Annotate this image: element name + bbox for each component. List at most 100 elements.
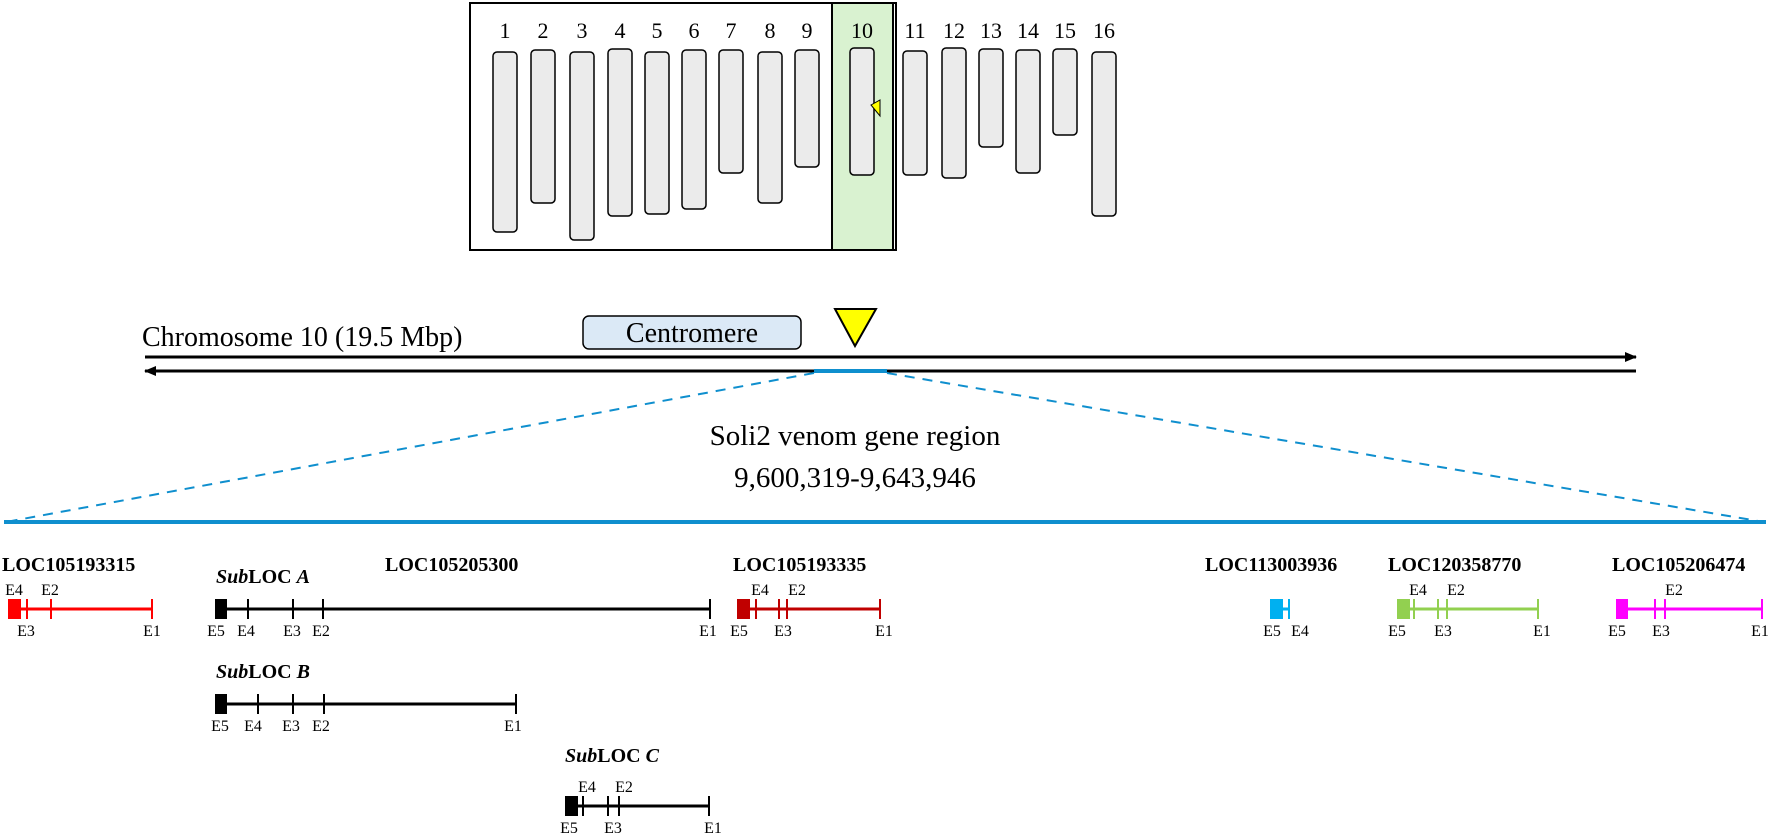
- chromosome-10: [849, 47, 875, 176]
- exon-label: E5: [560, 820, 578, 836]
- exon-label: E2: [312, 623, 330, 640]
- chromosome-number-7: 7: [726, 18, 737, 43]
- exon-label: E1: [699, 623, 717, 640]
- chromosome-overview: Chromosome 10 (19.5 Mbp) Centromere Soli…: [4, 308, 1766, 524]
- exon-label: E5: [1388, 623, 1406, 640]
- exon-label: E3: [774, 623, 792, 640]
- chromosome-4: [607, 48, 633, 217]
- chromosome-7: [718, 49, 744, 174]
- terminal-exon-block: [1617, 599, 1628, 619]
- chromosome-number-8: 8: [765, 18, 776, 43]
- chromosome-number-9: 9: [802, 18, 813, 43]
- gene-label-loc105193315: LOC105193315: [2, 554, 135, 576]
- gene-model-sublocus-a: E5 E4 E3 E2 E1: [207, 599, 717, 640]
- chromosome-12: [941, 47, 967, 179]
- chromosome-number-12: 12: [943, 18, 965, 43]
- chromosome-number-5: 5: [652, 18, 663, 43]
- exon-label: E4: [751, 582, 769, 599]
- exon-label: E2: [1665, 582, 1683, 599]
- venom-region-marker-icon: [833, 308, 878, 349]
- exon-label: E1: [875, 623, 893, 640]
- exon-label: E5: [1263, 623, 1281, 640]
- exon-label: E1: [143, 623, 161, 640]
- exon-label: E1: [704, 820, 722, 836]
- exon-label: E3: [17, 623, 35, 640]
- centromere-box: [582, 315, 802, 350]
- chromosome-5: [644, 51, 670, 215]
- chromosome-number-16: 16: [1093, 18, 1115, 43]
- chromosome-number-3: 3: [577, 18, 588, 43]
- gene-label-loc105193335: LOC105193335: [733, 554, 866, 576]
- terminal-exon-block: [216, 694, 227, 714]
- exon-label: E4: [244, 718, 262, 735]
- centromere-label: Centromere: [626, 318, 758, 349]
- exon-label: E1: [504, 718, 522, 735]
- terminal-exon-block: [566, 796, 578, 816]
- terminal-exon-block: [1271, 599, 1283, 619]
- exon-label: E4: [578, 779, 596, 796]
- exon-label: E3: [1652, 623, 1670, 640]
- gene-models: LOC105193315 LOC105205300 LOC105193335 L…: [2, 554, 1769, 836]
- gene-label-loc105206474: LOC105206474: [1612, 554, 1745, 576]
- chromosome-9: [794, 49, 820, 168]
- chromosome-number-13: 13: [980, 18, 1002, 43]
- exon-label: E3: [604, 820, 622, 836]
- exon-label: E2: [312, 718, 330, 735]
- chromosome-label: Chromosome 10 (19.5 Mbp): [142, 322, 462, 353]
- sublocus-label-a: SubLOC A: [216, 566, 310, 588]
- exon-label: E4: [1409, 582, 1427, 599]
- chromosome-number-6: 6: [689, 18, 700, 43]
- chromosome-13: [978, 48, 1004, 148]
- gene-label-loc113003936: LOC113003936: [1205, 554, 1337, 576]
- chromosome-15: [1052, 48, 1078, 136]
- chromosome-2: [530, 49, 556, 204]
- sublocus-label-b: SubLOC B: [216, 661, 310, 683]
- terminal-exon-block: [738, 599, 750, 619]
- terminal-exon-block: [1398, 599, 1410, 619]
- exon-label: E5: [730, 623, 748, 640]
- chromosome-1: [492, 51, 518, 233]
- locus-marker-icon: [870, 99, 881, 118]
- chromosome-number-4: 4: [615, 18, 626, 43]
- chromosome-8: [757, 51, 783, 204]
- chromosome-number-11: 11: [904, 18, 925, 43]
- terminal-exon-block: [8, 599, 20, 619]
- region-range: 9,600,319-9,643,946: [734, 462, 976, 494]
- exon-label: E2: [788, 582, 806, 599]
- zoom-line-left: [5, 372, 815, 523]
- sublocus-label-c: SubLOC C: [565, 745, 660, 767]
- exon-label: E3: [283, 623, 301, 640]
- chromosome-11: [902, 50, 928, 176]
- chromosome-16: [1091, 51, 1117, 217]
- exon-label: E2: [615, 779, 633, 796]
- exon-label: E3: [1434, 623, 1452, 640]
- gene-label-loc120358770: LOC120358770: [1388, 554, 1521, 576]
- exon-label: E1: [1751, 623, 1769, 640]
- chromosome-number-10: 10: [851, 18, 873, 43]
- chromosome-number-14: 14: [1017, 18, 1039, 43]
- gene-label-loc105205300: LOC105205300: [385, 554, 518, 576]
- exon-label: E4: [1291, 623, 1309, 640]
- chromosome-number-15: 15: [1054, 18, 1076, 43]
- terminal-exon-block: [216, 599, 227, 619]
- exon-label: E2: [41, 582, 59, 599]
- exon-label: E4: [237, 623, 255, 640]
- chromosome-3: [569, 51, 595, 241]
- exon-label: E5: [1608, 623, 1626, 640]
- exon-label: E5: [211, 718, 229, 735]
- zoom-line-right: [886, 372, 1765, 523]
- chromosome-number-1: 1: [500, 18, 511, 43]
- exon-label: E5: [207, 623, 225, 640]
- chromosome-6: [681, 49, 707, 210]
- exon-label: E1: [1533, 623, 1551, 640]
